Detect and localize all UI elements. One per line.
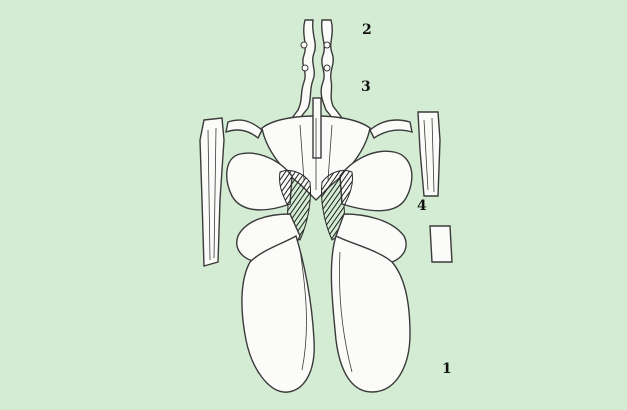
right-bone-upper (418, 112, 440, 196)
duct-bead (324, 42, 330, 48)
callout-label-2: 2 (362, 23, 372, 37)
callout-label-1: 1 (442, 362, 452, 376)
duct-bead (301, 42, 307, 48)
callout-label-3: 3 (361, 80, 371, 94)
right-arm (370, 120, 412, 138)
callout-label-4: 4 (417, 199, 427, 213)
duct-bead (302, 65, 308, 71)
left-arm (226, 120, 262, 138)
left-bone (200, 118, 224, 266)
lower-sacs (242, 236, 410, 392)
left-lower-sac (242, 236, 314, 392)
duct-bead (324, 65, 330, 71)
right-bone-fragment (430, 226, 452, 262)
central-stalk (313, 98, 321, 158)
